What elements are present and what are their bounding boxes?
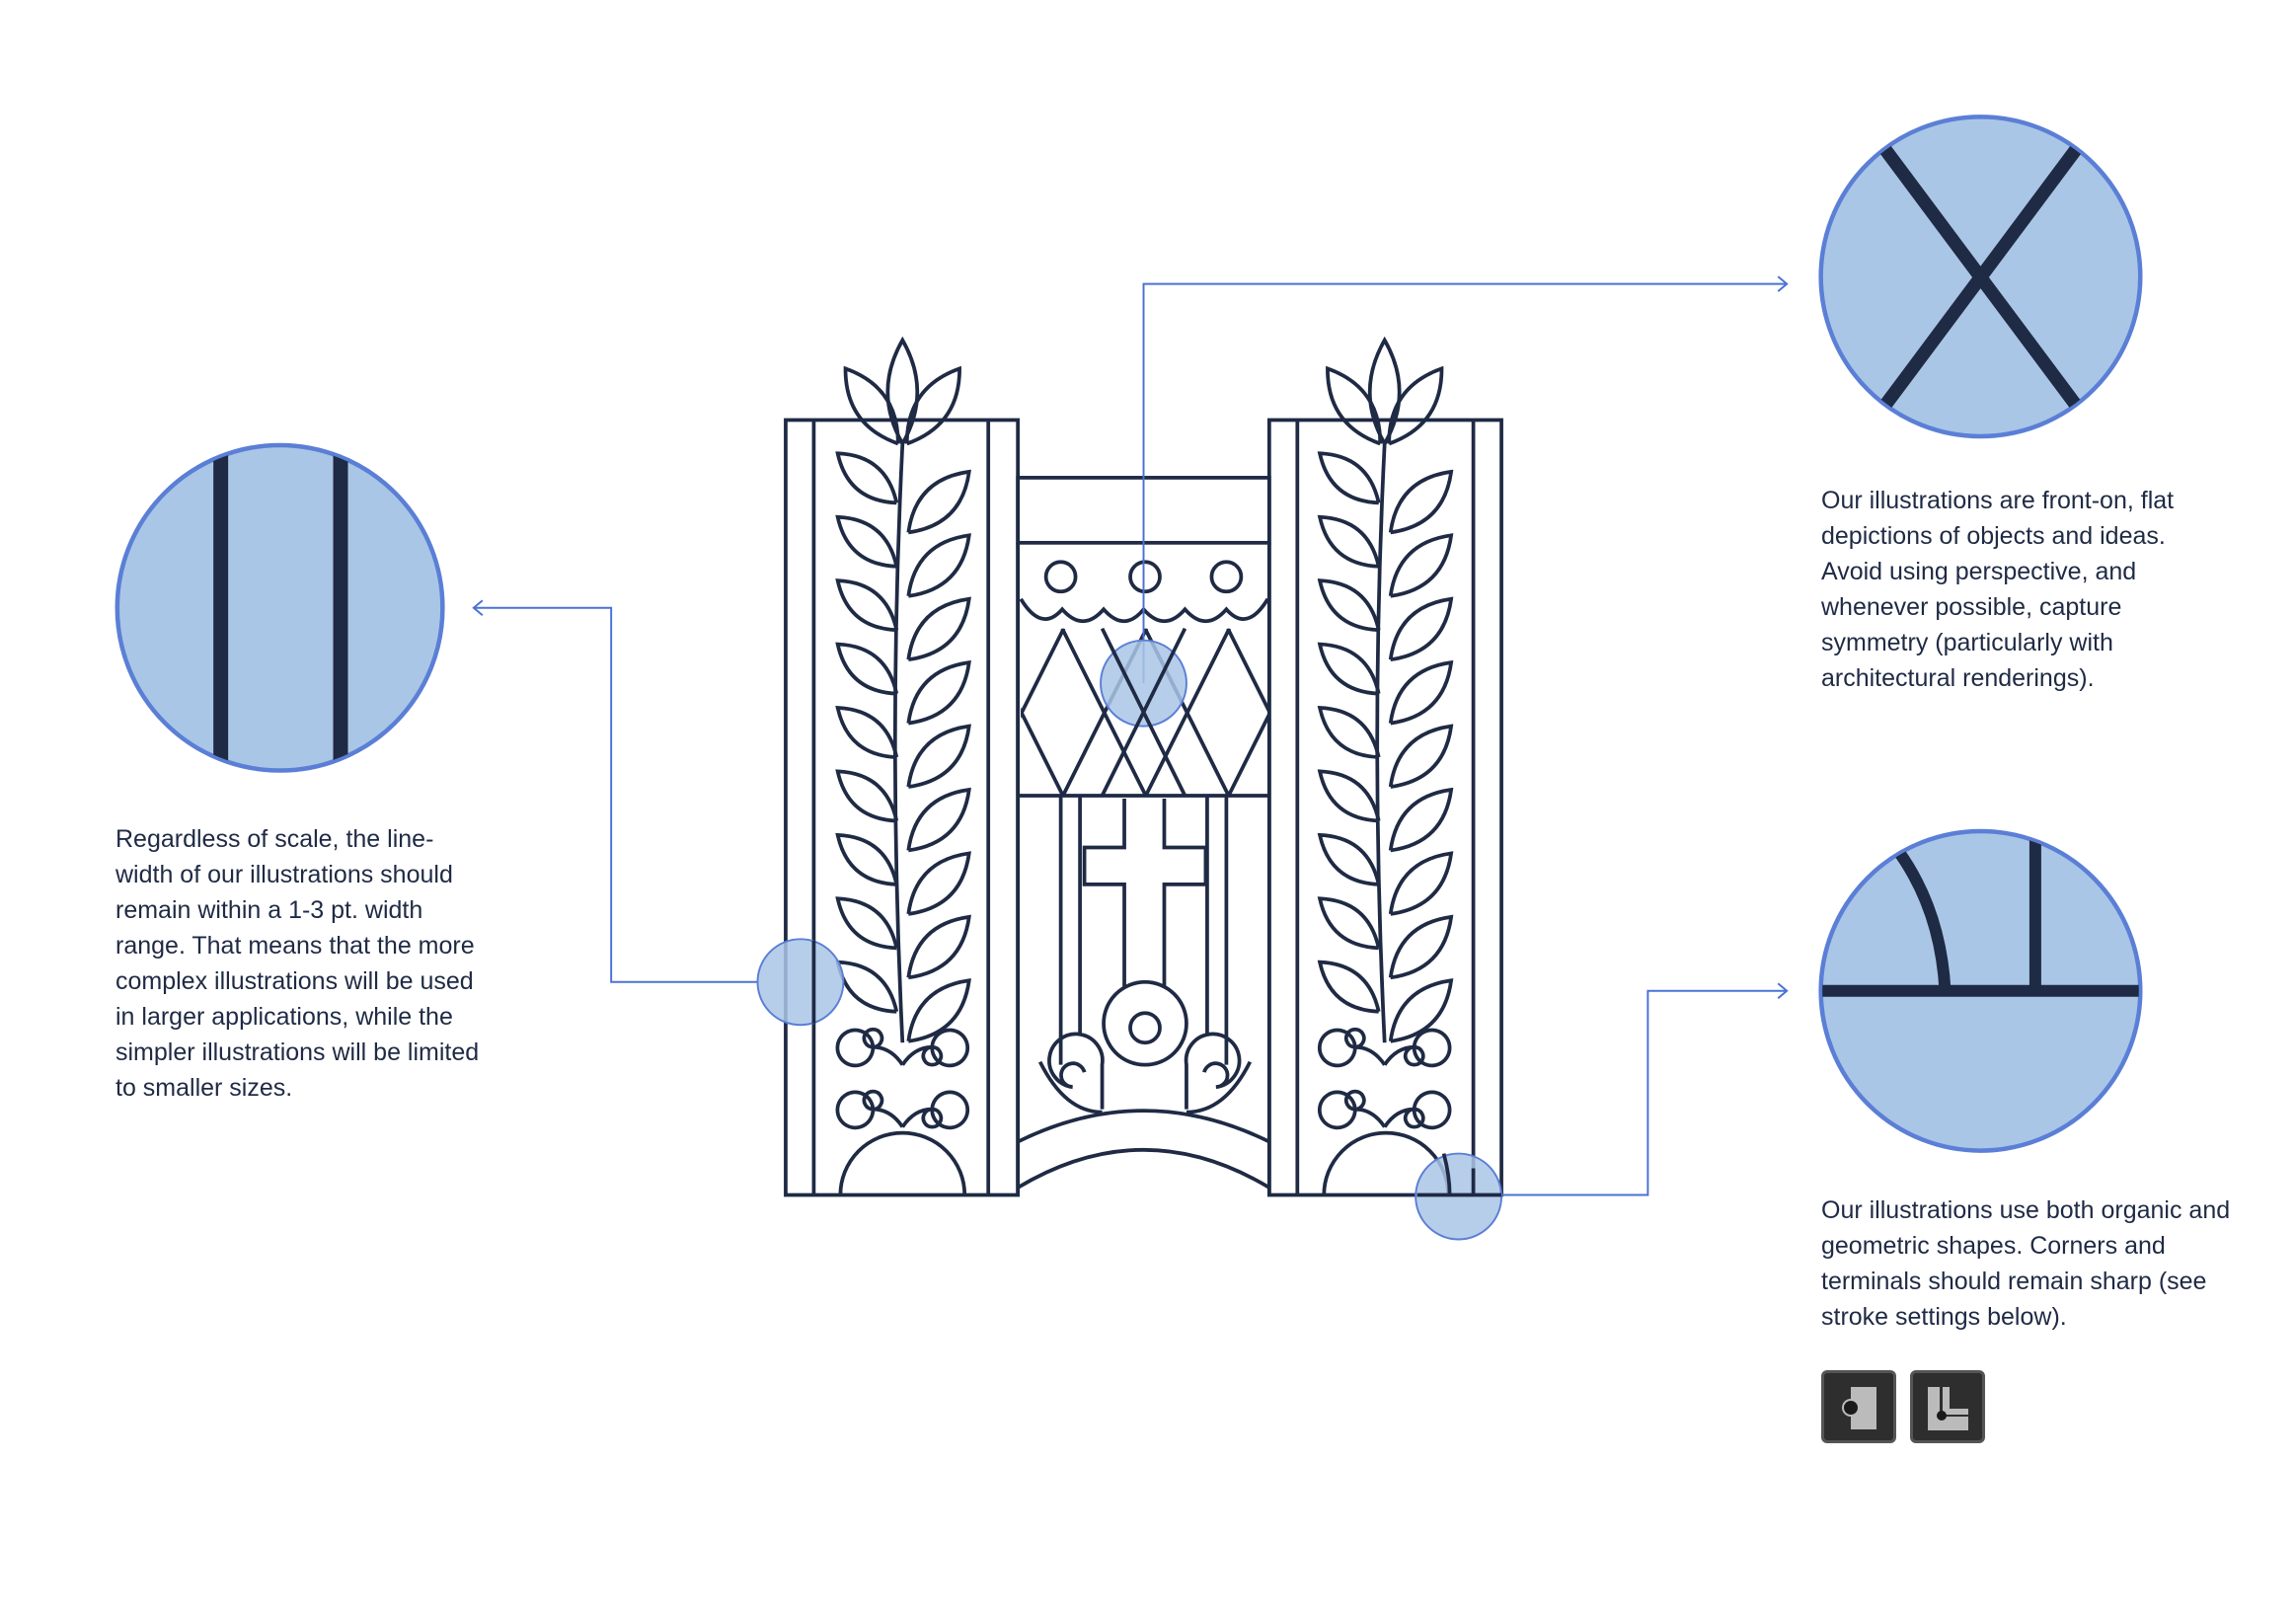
right-column: [1266, 336, 1503, 1197]
scrolls-left: [835, 1027, 970, 1130]
scrolls-right: [1317, 1027, 1452, 1130]
lattice-line: [1226, 713, 1268, 797]
line-width-note: Regardless of scale, the line-width of o…: [115, 825, 480, 1102]
scroll: [1317, 1089, 1387, 1130]
lattice-line: [731, 629, 815, 798]
leaf: [906, 724, 971, 789]
connector-shapes: [1501, 989, 1788, 1196]
leaf: [906, 469, 971, 535]
leaf: [1387, 365, 1444, 446]
laurel-left: [835, 336, 971, 1043]
leaf: [1388, 978, 1454, 1043]
leaf: [1388, 787, 1454, 853]
lattice-line: [1143, 628, 1232, 797]
leaf: [1388, 533, 1454, 598]
leaf: [1317, 451, 1381, 505]
leaf: [904, 365, 961, 446]
butt-cap-icon: [1910, 1370, 1985, 1443]
leaf: [906, 659, 971, 726]
left-column: [784, 336, 1021, 1197]
leaf: [1317, 578, 1381, 633]
center-gate: [649, 476, 1561, 1195]
lattice-line: [1477, 629, 1561, 798]
leaf: [1367, 336, 1402, 445]
callout-marker-symmetry: [1100, 639, 1187, 728]
leaf: [835, 514, 899, 569]
lattice-line: [1394, 629, 1478, 798]
laurel-stem: [892, 443, 905, 1043]
lattice-line: [1226, 628, 1268, 713]
cross: [1082, 799, 1208, 988]
leaf: [1317, 896, 1381, 951]
leaf: [1388, 659, 1454, 726]
scroll: [835, 1027, 904, 1068]
leaf: [1317, 706, 1381, 759]
leaf: [1388, 596, 1454, 662]
lattice-line: [731, 629, 815, 798]
lattice-line: [649, 629, 732, 798]
leaf: [1388, 914, 1454, 980]
leaf: [1388, 851, 1454, 916]
leaf: [835, 578, 899, 633]
leaf: [906, 787, 971, 853]
diamond-lattice: [649, 628, 1561, 798]
gate-illustration: [649, 336, 1561, 1197]
scroll-left: [1037, 1032, 1105, 1115]
miter-join-icon: [1821, 1370, 1896, 1443]
connector-line-width: [473, 606, 758, 983]
leaf: [843, 365, 900, 446]
arch-top: [1017, 1109, 1270, 1144]
leaf: [906, 851, 971, 916]
leaf: [1317, 769, 1381, 823]
leaf: [835, 706, 899, 759]
leaf: [1317, 514, 1381, 569]
symmetry-note: Our illustrations are front-on, flat dep…: [1821, 487, 2175, 692]
leaf: [835, 642, 899, 696]
leaf: [906, 978, 971, 1043]
column-arch: [838, 1130, 967, 1195]
scroll: [900, 1028, 970, 1068]
leaf: [835, 896, 899, 951]
scroll: [1383, 1090, 1452, 1130]
leaf: [1317, 960, 1381, 1014]
lattice-line: [1477, 629, 1561, 798]
leaf: [885, 336, 920, 445]
laurel-right: [1317, 336, 1454, 1043]
leaf: [906, 596, 971, 662]
lattice-line: [1021, 628, 1066, 719]
lattice-line: [649, 629, 732, 798]
leaf: [1388, 724, 1454, 789]
leaf: [835, 832, 899, 886]
zoom-callout-symmetry: [1818, 115, 2143, 439]
laurel-stem: [1375, 443, 1387, 1043]
lattice-line: [813, 629, 897, 798]
leaf: [1388, 469, 1454, 535]
leaf: [1317, 642, 1381, 696]
shapes-note: Our illustrations use both organic and g…: [1821, 1196, 2231, 1331]
scroll: [1383, 1028, 1452, 1068]
leaf: [906, 533, 971, 598]
leaf: [906, 914, 971, 980]
scroll-right: [1184, 1032, 1253, 1115]
zoom-callout-line-width: [115, 442, 445, 773]
scroll: [900, 1090, 970, 1130]
connector-symmetry: [1142, 282, 1788, 684]
scroll: [835, 1089, 904, 1130]
zoom-callout-shapes: [1818, 828, 2143, 1153]
connectors: [472, 275, 1789, 1196]
scroll: [1317, 1027, 1387, 1068]
callout-marker-line-width: [756, 938, 845, 1027]
lattice-line: [1394, 629, 1478, 798]
leaf: [835, 769, 899, 823]
leaf: [835, 451, 899, 505]
leaf: [1317, 832, 1381, 886]
lattice-line: [813, 629, 897, 798]
leaf: [1326, 365, 1383, 446]
